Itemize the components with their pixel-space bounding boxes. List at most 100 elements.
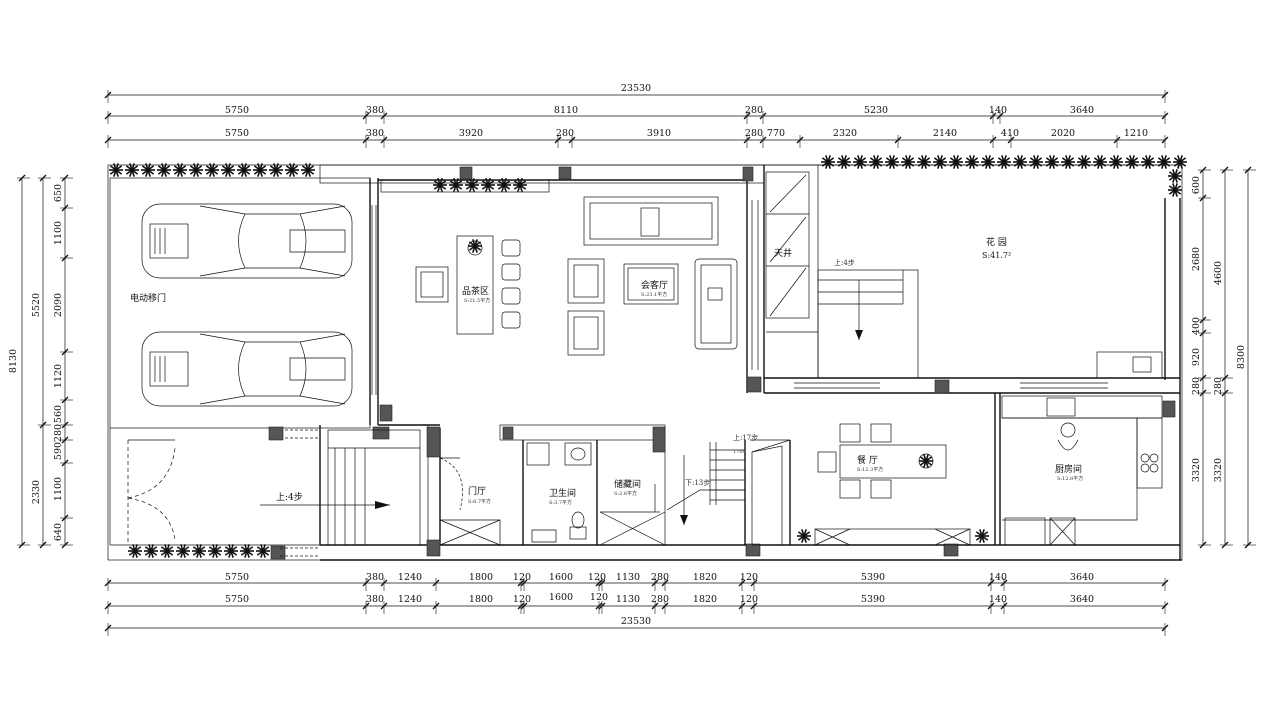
bot-dim-2: 380 xyxy=(366,572,384,583)
top-dim-4: 280 xyxy=(745,105,763,116)
plant-icon xyxy=(301,163,315,177)
left-total-dim: 8130 xyxy=(8,349,19,373)
right-dimensions: 600 2680 400 920 280 3320 4600 280 3320 … xyxy=(1191,166,1256,549)
right-in-dim-6: 3320 xyxy=(1191,458,1202,482)
kitchen-fixtures xyxy=(1001,356,1163,546)
kitchen-name: 厨房间 xyxy=(1055,463,1082,475)
plant-icon xyxy=(949,155,963,169)
top2-dim-9: 2140 xyxy=(933,128,957,139)
plant-icon xyxy=(269,163,283,177)
top-dim-3: 8110 xyxy=(554,105,578,116)
top-dim-2: 380 xyxy=(366,105,384,116)
top2-dim-5: 3910 xyxy=(647,128,671,139)
entry-steps: 上:4步 xyxy=(260,429,421,557)
plant-icon xyxy=(1157,155,1171,169)
sideboard xyxy=(814,528,971,546)
bathroom-name: 卫生间 xyxy=(549,487,576,499)
plant-icon xyxy=(221,163,235,177)
hedge-plants xyxy=(109,155,1187,558)
stair-down-label: 下:13步 xyxy=(685,479,710,487)
living-room-furniture xyxy=(380,179,738,356)
car-top xyxy=(141,203,353,279)
garden-name: 花 园 xyxy=(986,236,1007,248)
bot-dim-7: 120 xyxy=(588,572,606,583)
top2-dim-2: 380 xyxy=(366,128,384,139)
right-total-dim: 8300 xyxy=(1236,345,1247,369)
plant-icon xyxy=(157,163,171,177)
windows xyxy=(371,200,1108,395)
left-in-dim-6: 280 xyxy=(53,424,64,442)
plant-icon xyxy=(901,155,915,169)
top-dim-7: 3640 xyxy=(1070,105,1094,116)
bot2-dim-3: 1240 xyxy=(398,594,422,605)
bot2-dim-12: 5390 xyxy=(861,594,885,605)
bot2-dim-2: 380 xyxy=(366,594,384,605)
garden-steps-label: 上:4步 xyxy=(834,258,855,267)
tea-area-name: 品茶区 xyxy=(462,285,489,297)
bot-dim-12: 5390 xyxy=(861,572,885,583)
bot-dim-13: 140 xyxy=(989,572,1007,583)
dining-area: S:12.3平方 xyxy=(857,466,883,473)
bot-dim-14: 3640 xyxy=(1070,572,1094,583)
storage-area: S:2.6平方 xyxy=(614,490,637,497)
top2-dim-7: 770 xyxy=(767,128,785,139)
plant-icon xyxy=(981,155,995,169)
plant-icon xyxy=(240,544,254,558)
bot-dim-5: 120 xyxy=(513,572,531,583)
bot2-dim-1: 5750 xyxy=(225,594,249,605)
bot-dim-11: 120 xyxy=(740,572,758,583)
living-room-name: 会客厅 xyxy=(641,279,668,291)
plant-icon xyxy=(821,155,835,169)
entrance-door[interactable] xyxy=(439,457,501,546)
right-mid-dim-1: 4600 xyxy=(1213,261,1224,285)
entry-steps-label: 上:4步 xyxy=(276,492,303,503)
stair-note: 1700 xyxy=(733,449,746,455)
top-total-dim: 23530 xyxy=(621,83,651,94)
plant-icon xyxy=(869,155,883,169)
plant-icon xyxy=(433,178,447,192)
garden-step-arrow xyxy=(855,280,863,340)
top2-dim-3: 3920 xyxy=(459,128,483,139)
plant-icon xyxy=(189,163,203,177)
kitchen-area: S:12.8平方 xyxy=(1057,475,1083,482)
bot-dim-9: 280 xyxy=(651,572,669,583)
entrance-area: S:6.7平方 xyxy=(468,498,491,505)
plant-icon xyxy=(1093,155,1107,169)
plant-icon xyxy=(141,163,155,177)
bottom-dimensions: 5750 380 1240 1800 120 1600 120 1130 280… xyxy=(104,572,1169,636)
plant-icon xyxy=(837,155,851,169)
bottom-total-dim: 23530 xyxy=(621,616,651,627)
plant-icon xyxy=(109,163,123,177)
plant-icon xyxy=(1125,155,1139,169)
top-dim-1: 5750 xyxy=(225,105,249,116)
right-in-dim-5: 280 xyxy=(1191,377,1202,395)
bot2-dim-6: 1600 xyxy=(549,592,573,603)
bot-dim-4: 1800 xyxy=(469,572,493,583)
dining-table xyxy=(817,423,947,499)
plant-icon xyxy=(1029,155,1043,169)
bot-dim-6: 1600 xyxy=(549,572,573,583)
plant-icon xyxy=(1013,155,1027,169)
plant-icon xyxy=(933,155,947,169)
plant-icon xyxy=(192,544,206,558)
plant-icon xyxy=(173,163,187,177)
bathroom-area: S:3.7平方 xyxy=(549,499,572,506)
plant-icon xyxy=(797,529,811,543)
garden-area: S:41.7² xyxy=(982,251,1011,260)
plant-icon xyxy=(853,155,867,169)
tea-table xyxy=(415,235,521,335)
plant-icon xyxy=(1045,155,1059,169)
plant-icon xyxy=(919,454,933,468)
garage-gate[interactable] xyxy=(127,439,176,545)
right-mid-dim-2: 280 xyxy=(1213,377,1224,395)
left-in-dim-9: 640 xyxy=(53,523,64,541)
right-in-dim-4: 920 xyxy=(1191,348,1202,366)
bot2-dim-8: 1130 xyxy=(616,594,640,605)
bot2-dim-9: 280 xyxy=(651,594,669,605)
left-dimensions: 8130 5520 2330 650 1100 2090 1120 560 28… xyxy=(8,174,73,549)
plant-icon xyxy=(176,544,190,558)
left-in-dim-2: 1100 xyxy=(53,221,64,245)
building-walls xyxy=(107,164,1183,561)
plant-icon xyxy=(1141,155,1155,169)
bot-dim-1: 5750 xyxy=(225,572,249,583)
